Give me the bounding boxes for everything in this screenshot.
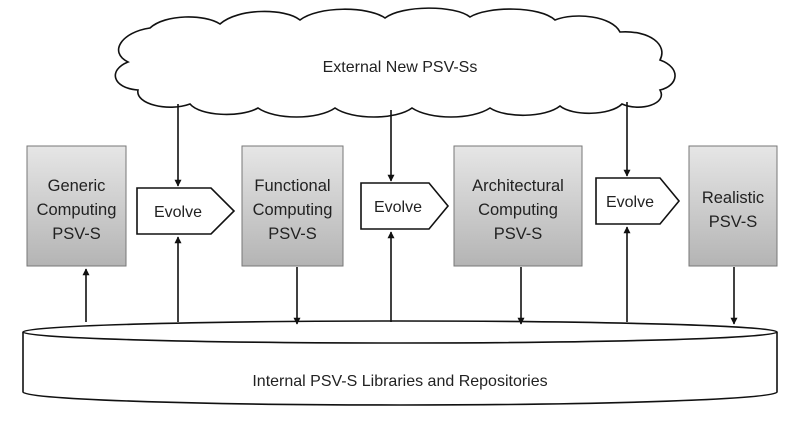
stage-generic-computing: Generic Computing PSV-S	[26, 145, 127, 267]
repository-up-arrows	[82, 226, 631, 322]
stage-architectural-computing: Architectural Computing PSV-S	[453, 145, 583, 267]
evolve-shape	[595, 177, 681, 225]
cloud-shape	[114, 7, 676, 118]
stage-label-line: PSV-S	[494, 225, 543, 243]
cloud-label: External New PSV-Ss	[323, 59, 478, 76]
stage-realistic: Realistic PSV-S	[688, 145, 778, 267]
stage-label-line: PSV-S	[268, 225, 317, 243]
stage-label-line: Computing	[478, 201, 558, 219]
internal-repository: Internal PSV-S Libraries and Repositorie…	[22, 320, 778, 406]
stage-down-arrows	[293, 267, 738, 325]
stage-label-line: Generic	[48, 177, 106, 195]
stage-box	[688, 145, 778, 267]
evolve-arrow-1: Evolve	[136, 187, 236, 235]
cloud-to-evolve-arrows	[174, 102, 631, 187]
evolve-arrow-3: Evolve	[595, 177, 681, 225]
stage-box	[453, 145, 583, 267]
stage-label-line: Realistic	[702, 189, 764, 207]
repository-label: Internal PSV-S Libraries and Repositorie…	[252, 373, 547, 390]
evolve-shape	[136, 187, 236, 235]
stage-box	[26, 145, 127, 267]
stage-functional-computing: Functional Computing PSV-S	[241, 145, 344, 267]
repository-body	[22, 332, 778, 406]
stage-label-line: Computing	[37, 201, 117, 219]
stage-label-line: PSV-S	[709, 213, 758, 231]
evolve-label: Evolve	[606, 194, 654, 211]
stage-box	[241, 145, 344, 267]
stage-label-line: PSV-S	[52, 225, 101, 243]
evolve-label: Evolve	[374, 199, 422, 216]
evolve-arrow-2: Evolve	[360, 182, 450, 230]
external-cloud: External New PSV-Ss	[114, 7, 676, 118]
repository-top	[22, 320, 778, 344]
evolve-shape	[360, 182, 450, 230]
evolve-label: Evolve	[154, 204, 202, 221]
stage-label-line: Computing	[253, 201, 333, 219]
stage-label-line: Functional	[254, 177, 330, 195]
stage-label-line: Architectural	[472, 177, 564, 195]
